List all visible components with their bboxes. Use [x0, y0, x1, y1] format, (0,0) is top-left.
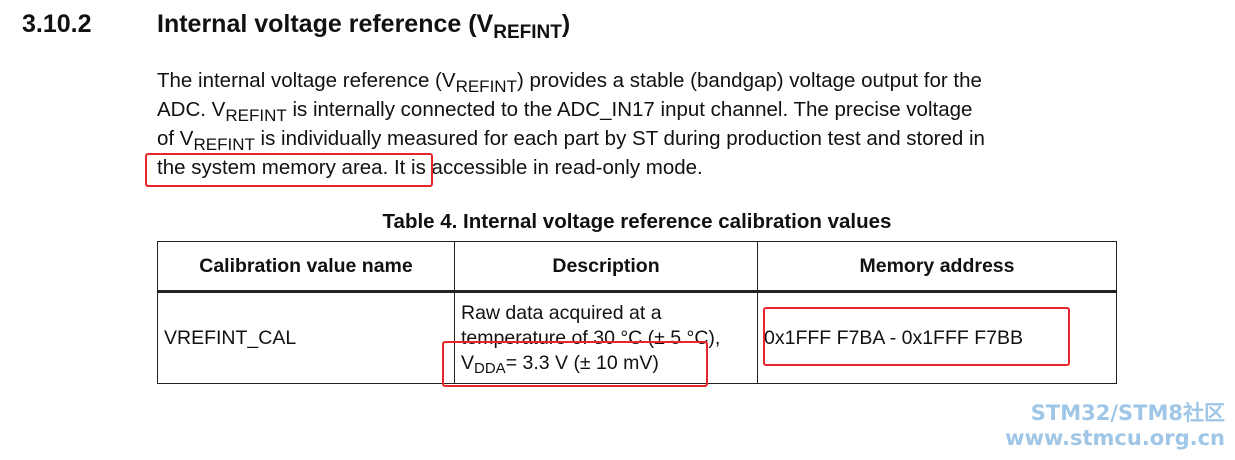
cell-memory-address: 0x1FFF F7BA - 0x1FFF F7BB [757, 291, 1117, 384]
paragraph-subscript: REFINT [455, 77, 517, 96]
header-description: Description [454, 241, 758, 293]
section-number: 3.10.2 [22, 10, 92, 38]
paragraph-text: ADC. V [157, 98, 226, 121]
table-caption: Table 4. Internal voltage reference cali… [382, 210, 892, 233]
paragraph-text: ) provides a stable (bandgap) voltage ou… [516, 69, 982, 92]
paragraph-text: of V [157, 127, 194, 150]
section-title-text: Internal voltage reference (V [157, 10, 494, 38]
watermark-line-1: STM32/STM8社区 [1030, 401, 1225, 425]
description-line-1: Raw data acquired at a [461, 301, 662, 324]
paragraph-text: is individually measured for each part b… [254, 127, 985, 150]
section-title-subscript: REFINT [493, 22, 562, 43]
paragraph-line-3: of VREFINT is individually measured for … [157, 124, 1157, 153]
paragraph-line-1: The internal voltage reference (VREFINT)… [157, 66, 1157, 95]
header-memory-address: Memory address [757, 241, 1117, 293]
highlight-memory-address [763, 307, 1070, 366]
description-v: V [461, 351, 475, 374]
table-header-row: Calibration value name Description Memor… [157, 241, 1117, 293]
description-paragraph: The internal voltage reference (VREFINT)… [157, 66, 1157, 182]
description-line-2: temperature of 30 °C (± 5 °C), [461, 326, 721, 349]
paragraph-subscript: REFINT [193, 135, 255, 154]
paragraph-text: The internal voltage reference (V [157, 69, 456, 92]
section-title: Internal voltage reference (VREFINT) [157, 10, 570, 44]
highlight-system-memory [145, 153, 433, 187]
watermark: STM32/STM8社区 www.stmcu.org.cn [1005, 400, 1225, 450]
watermark-line-2: www.stmcu.org.cn [1005, 426, 1225, 450]
paragraph-line-4: the system memory area. It is accessible… [157, 156, 703, 179]
paragraph-line-2: ADC. VREFINT is internally connected to … [157, 95, 1157, 124]
highlight-vdda-voltage [442, 341, 708, 387]
paragraph-text: is internally connected to the ADC_IN17 … [286, 98, 973, 121]
description-voltage: = 3.3 V (± 10 mV) [505, 351, 659, 374]
description-line-3: VDDA= 3.3 V (± 10 mV) [461, 351, 659, 377]
cell-calibration-name: VREFINT_CAL [157, 291, 455, 384]
paragraph-subscript: REFINT [225, 106, 287, 125]
section-title-end: ) [561, 10, 571, 38]
header-calibration-value-name: Calibration value name [157, 241, 455, 293]
description-subscript: DDA [474, 359, 506, 377]
